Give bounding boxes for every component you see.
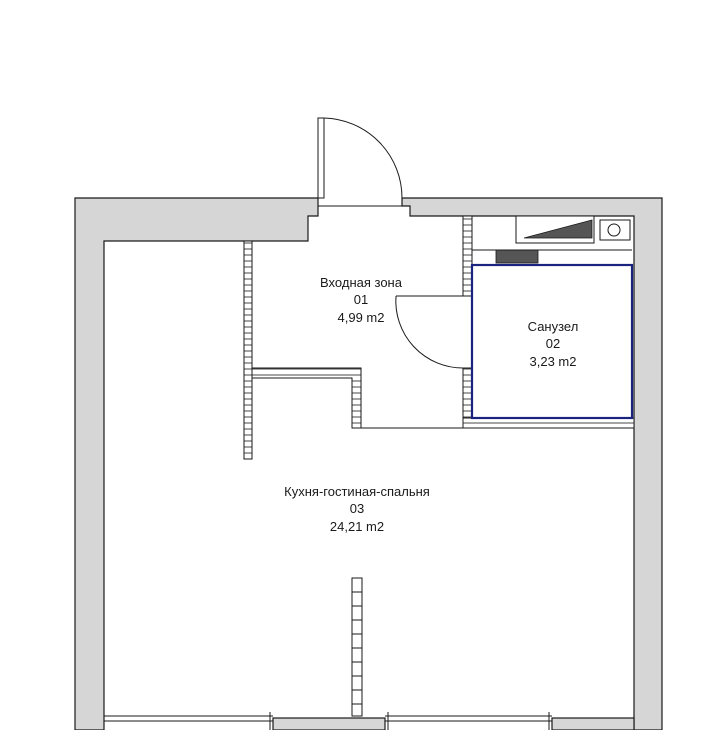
bathroom-wall-bottom [462, 417, 635, 429]
room-label-bathroom: Санузел 02 3,23 m2 [528, 319, 579, 369]
room-label-entry: Входная зона 01 4,99 m2 [320, 275, 403, 325]
toilet-bowl-icon [607, 223, 621, 237]
partition-ladder [351, 577, 363, 717]
room-label-living: Кухня-гостиная-спальня 03 24,21 m2 [284, 484, 430, 534]
room-name: Санузел [528, 319, 579, 334]
entry-door-leaf [317, 117, 325, 199]
top-wall-right [401, 197, 663, 730]
bathroom-door [395, 295, 464, 369]
bottom-wall-segment [272, 717, 386, 730]
room-area: 3,23 m2 [530, 354, 577, 369]
top-wall-left [74, 197, 319, 730]
room-number: 02 [546, 336, 560, 351]
bathroom-outline [470, 263, 634, 420]
entry-door-swing [323, 117, 403, 199]
partition-entry-left [243, 240, 253, 460]
room-name: Входная зона [320, 275, 403, 290]
partition-entry-bottom [251, 367, 362, 429]
bathroom-wall-left [462, 215, 473, 297]
room-name: Кухня-гостиная-спальня [284, 484, 430, 499]
exterior-walls [74, 197, 663, 730]
room-area: 24,21 m2 [330, 519, 384, 534]
bathroom-fixture-block [495, 249, 539, 264]
room-area: 4,99 m2 [338, 310, 385, 325]
bottom-wall-segment [551, 717, 635, 730]
room-number: 03 [350, 501, 364, 516]
bathroom [470, 215, 634, 420]
interior-partitions [243, 215, 635, 460]
room-number: 01 [354, 292, 368, 307]
bathroom-door-swing [395, 295, 464, 369]
entry-door [317, 117, 403, 207]
